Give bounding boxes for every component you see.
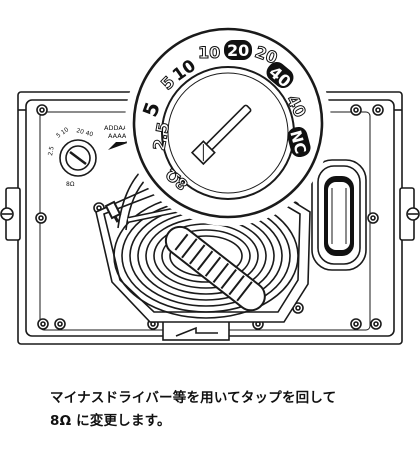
small-dial-label-8ohm: 8Ω bbox=[66, 181, 75, 188]
side-label-line2: AAAA bbox=[108, 132, 127, 140]
screw-mid-left bbox=[35, 212, 47, 224]
screw-mid-right bbox=[367, 212, 379, 224]
screw-top-far-right bbox=[372, 104, 384, 116]
instruction-text-line1: マイナスドライバー等を用いてタップを回して bbox=[50, 390, 337, 406]
screw-top-right bbox=[350, 104, 362, 116]
tap-40-highlight bbox=[266, 62, 294, 88]
instruction-text-line2: 8Ω に変更します。 bbox=[50, 413, 171, 429]
arrow-icon bbox=[108, 142, 130, 150]
screw-bottom-left bbox=[37, 318, 49, 330]
tap-label-nc: NC bbox=[286, 128, 309, 155]
dial-slot bbox=[190, 104, 252, 166]
tap-nc-highlight bbox=[287, 126, 311, 158]
screw-bottom-far-right bbox=[370, 318, 382, 330]
right-bracket bbox=[399, 187, 420, 241]
right-handle bbox=[311, 159, 367, 271]
small-dial-label-20-40: 20 40 bbox=[75, 127, 94, 138]
left-bracket bbox=[0, 187, 21, 241]
tap-label-10-outline: 10 bbox=[198, 43, 220, 62]
magnified-selector-dial: 2.5 5 5 10 10 20 20 40 40 NC 8Ω bbox=[125, 20, 331, 226]
screw-bottom-right bbox=[350, 318, 362, 330]
tap-label-20: 20 bbox=[227, 41, 249, 60]
screw-bottom-left-inner bbox=[54, 318, 66, 330]
screw-top-left bbox=[36, 104, 48, 116]
small-dial-label-2-5: 2.5 bbox=[47, 146, 56, 157]
side-label-line1: ADDAAD bbox=[104, 124, 132, 132]
transformer-tap-diagram: 2.5 5 10 20 40 8Ω ADDAAD AAAA bbox=[0, 20, 420, 345]
tap-20-highlight bbox=[224, 40, 252, 60]
